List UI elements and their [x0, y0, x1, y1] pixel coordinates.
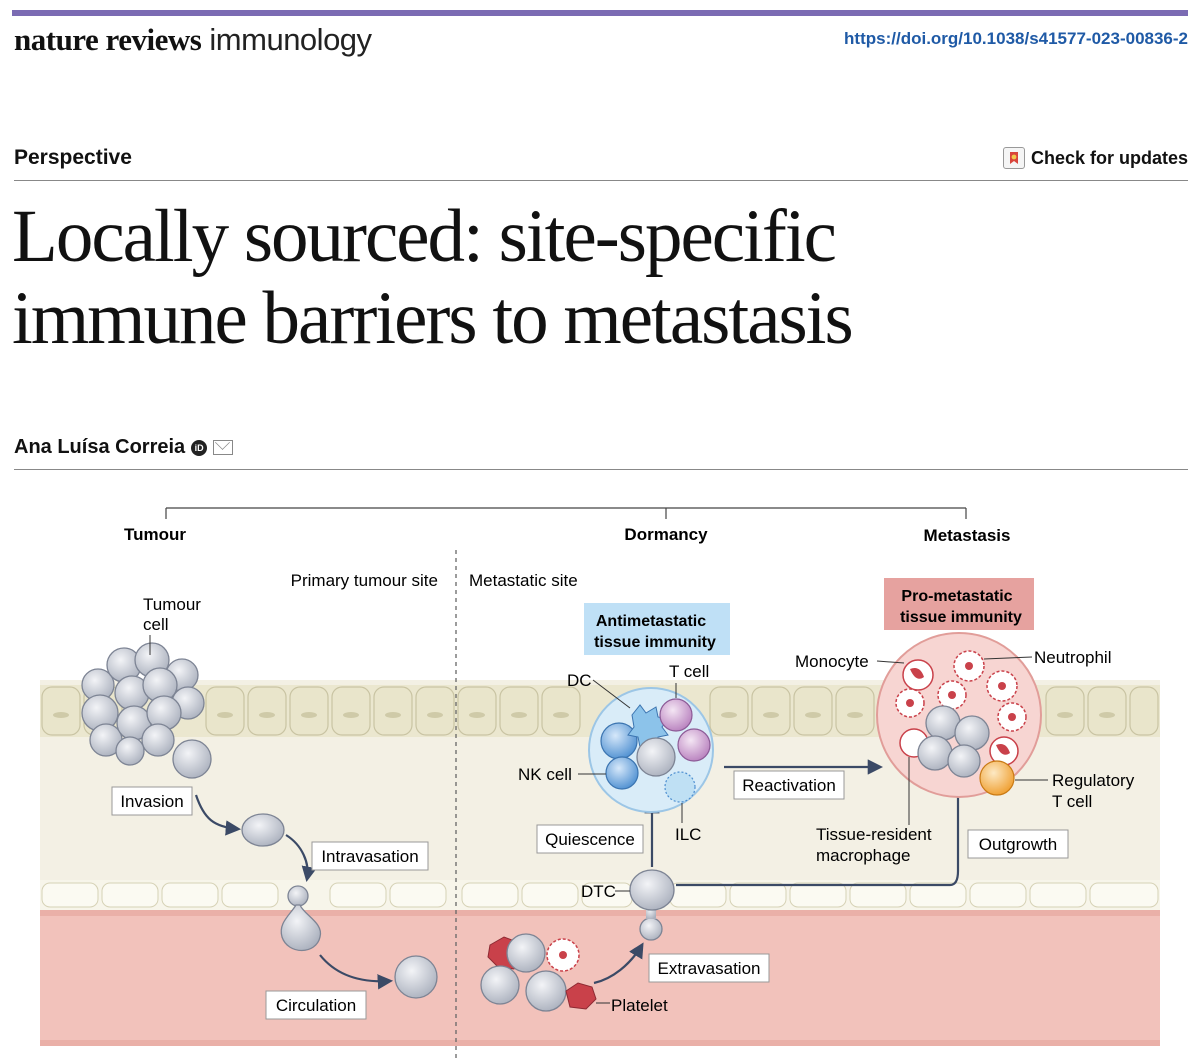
blood-vessel	[40, 910, 1160, 1046]
circulating-cell	[394, 955, 438, 999]
title-line-1: Locally sourced: site-specific	[12, 195, 837, 278]
invading-cell	[241, 813, 285, 847]
journal-name-light: immunology	[209, 22, 372, 57]
svg-text:tissue immunity: tissue immunity	[594, 634, 716, 651]
prometastatic-niche	[876, 632, 1042, 798]
svg-text:Intravasation: Intravasation	[321, 847, 418, 866]
tumour-cell-label-1: Tumour	[143, 595, 201, 614]
stage-dormancy: Dormancy	[624, 525, 708, 544]
circulation-box: Circulation	[265, 990, 367, 1020]
dtc-cell	[629, 869, 675, 941]
ilc-label: ILC	[675, 825, 701, 844]
tumour-cell-label-2: cell	[143, 615, 169, 634]
antimetastatic-niche	[588, 687, 714, 813]
svg-text:Pro-metastatic: Pro-metastatic	[901, 588, 1012, 605]
metastatic-site-label: Metastatic site	[469, 571, 578, 590]
stage-bracket	[165, 507, 967, 519]
svg-text:Circulation: Circulation	[276, 996, 356, 1015]
dc-label: DC	[567, 671, 592, 690]
doi-link[interactable]: https://doi.org/10.1038/s41577-023-00836…	[844, 29, 1188, 48]
svg-text:Reactivation: Reactivation	[742, 776, 836, 795]
platelet-cluster	[480, 933, 597, 1012]
divider	[14, 180, 1188, 181]
intravasating-cell	[280, 885, 322, 951]
mail-icon[interactable]	[213, 440, 234, 455]
check-updates-button[interactable]: Check for updates	[1002, 147, 1188, 169]
check-updates-label: Check for updates	[1030, 147, 1188, 168]
prometastatic-label: Pro-metastatic tissue immunity	[884, 578, 1034, 630]
regulatory-label-1: Regulatory	[1052, 771, 1135, 790]
title-line-2: immune barriers to metastasis	[12, 277, 854, 360]
top-accent-bar	[12, 10, 1188, 16]
journal-logo[interactable]: nature reviews immunology	[14, 22, 372, 58]
section-label: Perspective	[14, 146, 132, 169]
extravasation-box: Extravasation	[648, 953, 770, 983]
t-cell-label: T cell	[669, 662, 709, 681]
monocyte-label: Monocyte	[795, 652, 869, 671]
svg-text:Invasion: Invasion	[120, 792, 183, 811]
svg-text:Quiescence: Quiescence	[545, 830, 635, 849]
orcid-icon[interactable]: iD	[191, 439, 208, 456]
platelet-label: Platelet	[611, 996, 668, 1015]
stage-metastasis: Metastasis	[924, 526, 1011, 545]
svg-text:Outgrowth: Outgrowth	[979, 835, 1057, 854]
dtc-label: DTC	[581, 882, 616, 901]
invasion-box: Invasion	[111, 786, 193, 816]
article-title: Locally sourced: site-specific immune ba…	[12, 196, 1192, 360]
nk-cell-label: NK cell	[518, 765, 572, 784]
reactivation-box: Reactivation	[733, 770, 845, 800]
divider	[14, 469, 1188, 470]
neutrophil-label: Neutrophil	[1034, 648, 1112, 667]
svg-text:tissue immunity: tissue immunity	[900, 609, 1022, 626]
primary-site-label: Primary tumour site	[291, 571, 438, 590]
macrophage-label-2: macrophage	[816, 846, 911, 865]
macrophage-label-1: Tissue-resident	[816, 825, 932, 844]
antimetastatic-label: Antimetastatic tissue immunity	[584, 603, 730, 655]
tumour-cluster	[81, 642, 212, 779]
journal-name-bold: nature reviews	[14, 22, 202, 57]
figure-diagram: Tumour Dormancy Metastasis	[40, 507, 1160, 1061]
quiescence-box: Quiescence	[536, 824, 644, 854]
svg-text:Extravasation: Extravasation	[658, 959, 761, 978]
outgrowth-box: Outgrowth	[967, 829, 1069, 859]
intravasation-box: Intravasation	[311, 841, 429, 871]
regulatory-label-2: T cell	[1052, 792, 1092, 811]
author-line: Ana Luísa Correia iD	[14, 436, 234, 459]
stage-tumour: Tumour	[124, 525, 186, 544]
author-name[interactable]: Ana Luísa Correia	[14, 436, 186, 458]
svg-text:Antimetastatic: Antimetastatic	[596, 613, 706, 630]
endothelium-layer	[40, 880, 1160, 910]
bookmark-icon	[1002, 147, 1025, 169]
